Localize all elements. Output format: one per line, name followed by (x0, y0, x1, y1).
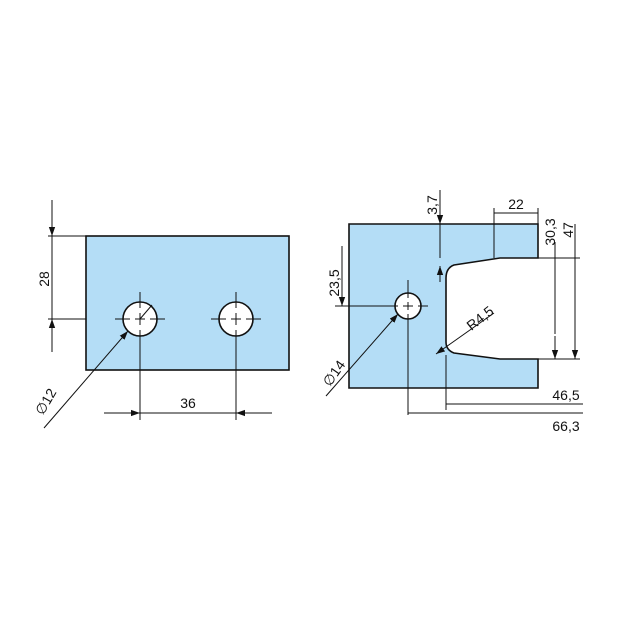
dim-hole-diameter-label: ∅12 (32, 385, 60, 417)
dim-hole-spacing-label: 36 (180, 395, 196, 411)
dim-hole-offset-label: 23,5 (326, 269, 342, 296)
dim-top-gap-label: 3,7 (424, 195, 440, 215)
dim-47-label: 47 (560, 222, 576, 238)
dim-height-label: 28 (36, 271, 52, 287)
dim-slot-width-label: 22 (508, 196, 524, 212)
dim-height: 28 (36, 200, 86, 352)
right-centerlines (335, 280, 428, 415)
right-plate (348, 223, 539, 389)
dim-length-label: 46,5 (552, 387, 579, 403)
right-view: 3,7 22 30,3 47 23,5 (319, 190, 583, 434)
left-view: 28 36 ∅12 (32, 200, 290, 429)
dim-overall-label: 66,3 (552, 418, 579, 434)
dim-30-3-label: 30,3 (542, 218, 558, 245)
dim-top-gap: 3,7 (424, 190, 444, 282)
dim-radius-label: R4,5 (463, 303, 496, 334)
dim-length: 46,5 (445, 355, 583, 410)
left-plate (85, 235, 290, 371)
dim-right-hole-diameter-label: ∅14 (319, 357, 348, 389)
dim-right-verticals: 30,3 47 (538, 218, 580, 360)
left-centerlines (48, 292, 261, 420)
dim-hole-spacing: 36 (104, 395, 272, 417)
dim-overall: 66,3 (408, 412, 583, 434)
dim-hole-offset: 23,5 (326, 246, 346, 306)
dim-slot-width: 22 (493, 196, 539, 258)
